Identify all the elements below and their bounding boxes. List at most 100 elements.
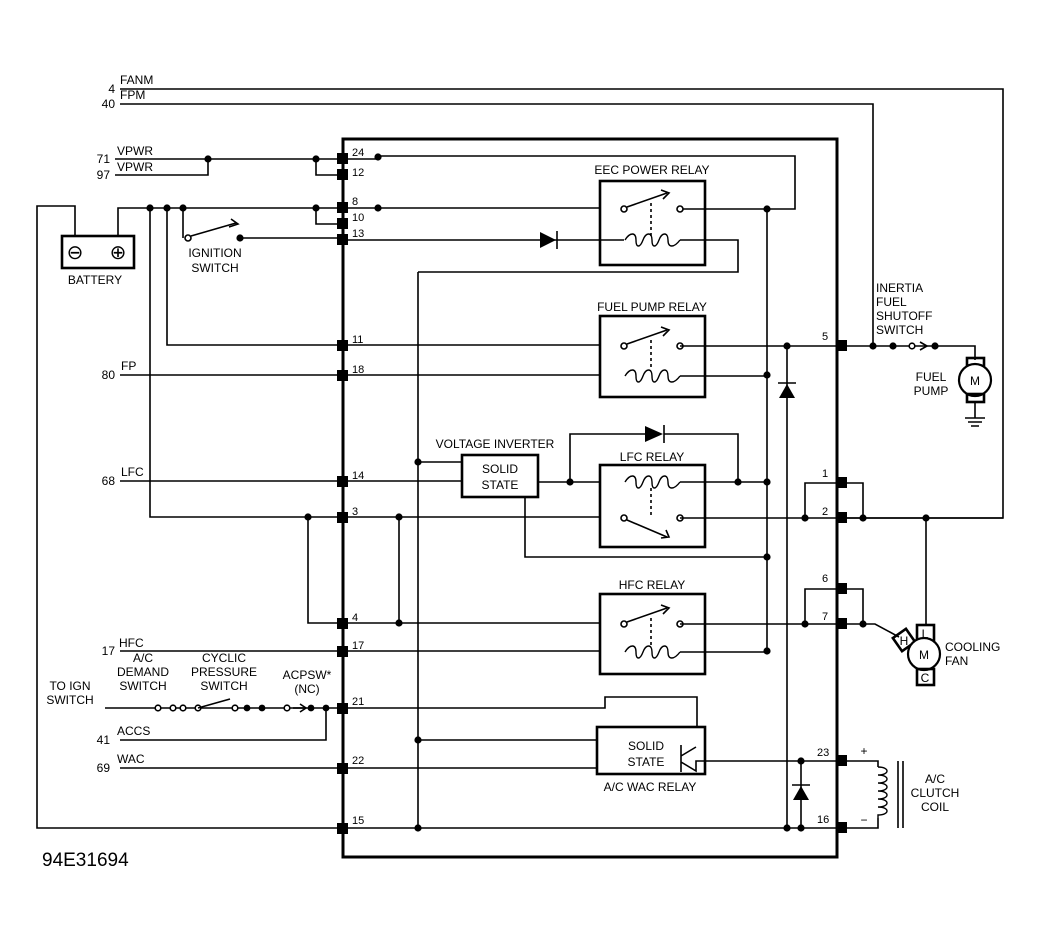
inertia-contact <box>908 342 916 350</box>
clutch-label-2: CLUTCH <box>911 786 960 800</box>
module-outline <box>341 137 839 859</box>
fpm-name: FPM <box>120 88 145 102</box>
pin-7: 7 <box>822 611 828 623</box>
battery-ground-wire <box>36 205 343 829</box>
ac-demand-label-1: A/C <box>133 651 153 665</box>
junction-dot <box>307 704 315 712</box>
wac-transistor <box>680 745 843 773</box>
wac-name: WAC <box>117 752 145 766</box>
junction-dot <box>312 204 320 212</box>
relay-contact <box>620 620 628 628</box>
ac-demand-label-3: SWITCH <box>119 679 166 693</box>
fan-h-text: H <box>900 634 909 648</box>
pin-21: 21 <box>352 696 364 708</box>
pump-brush-bottom <box>965 392 986 404</box>
eec-coil-return <box>418 239 739 273</box>
clutch-coil-winding <box>877 766 888 818</box>
pin-8: 8 <box>352 196 358 208</box>
fuel-pump-relay-box <box>598 314 707 399</box>
pin-24: 24 <box>352 147 364 159</box>
fp-num: 80 <box>102 368 116 382</box>
ign-arrow <box>228 218 240 228</box>
to-ign-label-2: SWITCH <box>46 693 93 707</box>
eec-relay-arrow <box>660 189 671 200</box>
pin-18: 18 <box>352 364 364 376</box>
hfc-relay-box <box>598 592 707 676</box>
clutch-label-1: A/C <box>925 772 945 786</box>
fan-c-text: C <box>921 671 930 685</box>
cyclic-label-2: PRESSURE <box>191 665 257 679</box>
pin-11: 11 <box>352 334 363 346</box>
switch-contact <box>231 704 239 712</box>
junction-dot <box>374 153 382 161</box>
switch-contact <box>169 704 177 712</box>
fan-h-feed <box>843 623 900 638</box>
cyclic-label-1: CYCLIC <box>202 651 246 665</box>
fpm-wire <box>120 103 874 345</box>
solid-state-box <box>460 453 540 499</box>
pin-5: 5 <box>822 331 828 343</box>
pin-1: 1 <box>822 468 828 480</box>
pin-15: 15 <box>352 815 364 827</box>
figure-id: 94E31694 <box>42 850 129 871</box>
lfc-diode-return <box>664 433 739 482</box>
acpsw-arrow <box>299 703 308 713</box>
acpsw-label-1: ACPSW* <box>283 668 332 682</box>
hfc-relay-blade <box>626 607 668 623</box>
wac-solid-text-1: SOLID <box>628 739 664 753</box>
pin-4: 4 <box>352 612 358 624</box>
junction-dot <box>312 155 320 163</box>
junction-dot <box>243 704 251 712</box>
fanm-wire <box>120 88 1004 519</box>
vpwr1-name: VPWR <box>117 144 153 158</box>
fan-h-box <box>891 627 917 653</box>
ac-demand-label-2: DEMAND <box>117 665 169 679</box>
pin4-link <box>307 517 343 624</box>
fp-diode <box>779 384 795 398</box>
pin21-line <box>343 696 698 728</box>
pin-2: 2 <box>822 506 828 518</box>
junction-dot <box>204 155 212 163</box>
pin-13: 13 <box>352 228 364 240</box>
junction-dot <box>414 824 422 832</box>
junction-dot <box>783 824 791 832</box>
battery-neg-icon: ⊖ <box>67 242 84 264</box>
hfc-relay-label: HFC RELAY <box>619 578 685 592</box>
pin24-eec-wire <box>343 155 796 210</box>
inertia-label-2: FUEL <box>876 295 907 309</box>
switch-contact <box>154 704 162 712</box>
clutch-minus-sign: − <box>860 813 867 827</box>
voltage-inverter-label: VOLTAGE INVERTER <box>436 437 555 451</box>
pin-22: 22 <box>352 755 364 767</box>
left-terminals <box>337 153 348 834</box>
inertia-arrow <box>919 341 929 351</box>
battery-pos-wire <box>117 207 343 236</box>
junction-dot <box>869 342 877 350</box>
vpwr2-wire <box>115 159 209 176</box>
wac-relay-box <box>595 725 707 776</box>
pin12-link <box>315 159 343 176</box>
accs-name: ACCS <box>117 724 150 738</box>
pin3-feed-wire <box>149 208 343 518</box>
hfc-relay-arrow <box>660 604 671 615</box>
pump-ground-icon <box>965 402 985 427</box>
fuel-pump-m-icon: M <box>970 374 980 388</box>
fuel-pump-feed <box>843 345 976 360</box>
clutch-label-3: COIL <box>921 800 949 814</box>
junction-dot <box>304 513 312 521</box>
battery-pos-icon: ⊕ <box>110 242 127 264</box>
pin6-link <box>804 588 843 624</box>
relay-contact <box>620 205 628 213</box>
pin6-out <box>843 588 864 624</box>
vpwr2-name: VPWR <box>117 160 153 174</box>
junction-dot <box>763 205 771 213</box>
lfc-relay-blade <box>626 519 668 538</box>
vpwr2-num: 97 <box>97 168 111 182</box>
lfc-diode <box>645 426 663 442</box>
cyclic-blade <box>197 698 231 709</box>
pin-14: 14 <box>352 470 364 482</box>
acpsw-label-2: (NC) <box>294 682 319 696</box>
cooling-fan-label-1: COOLING <box>945 640 1000 654</box>
